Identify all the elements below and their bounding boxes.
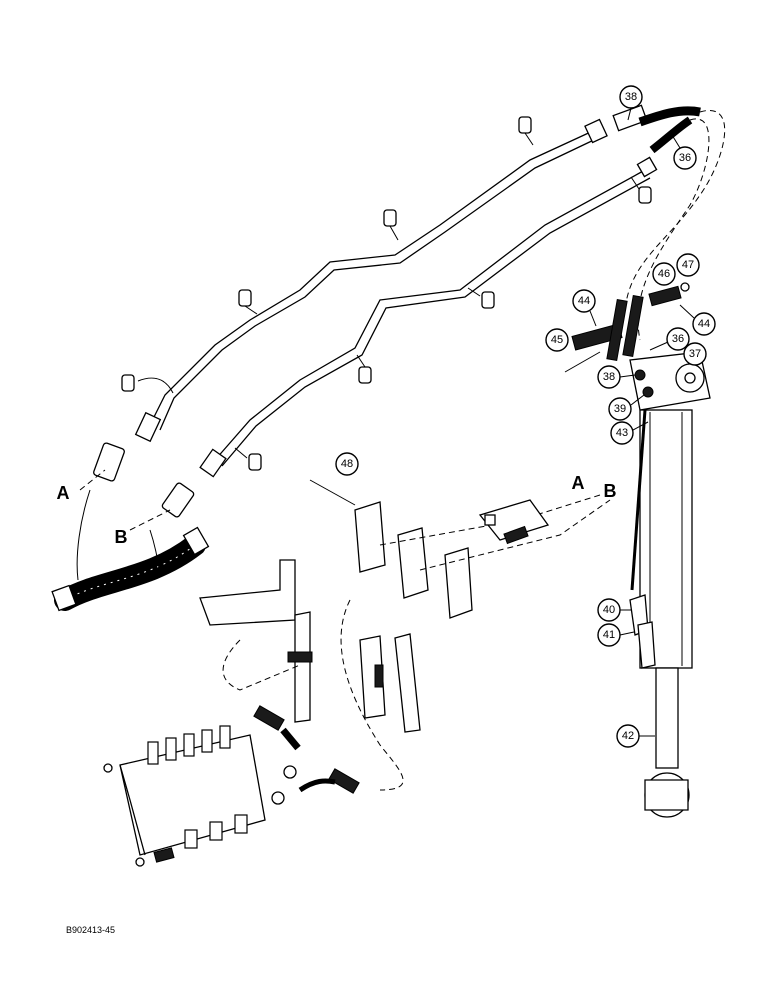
callout-label: 39 (614, 403, 626, 415)
hose-upper-36 (649, 116, 693, 154)
callout-39: 39 (608, 394, 645, 421)
dash-center (340, 599, 404, 791)
reference-code: B902413-45 (66, 925, 115, 935)
callout-label: 48 (341, 458, 353, 470)
callout-36-lower: 36 (649, 327, 690, 351)
mounting-bracket (199, 559, 313, 723)
letter-a-right: A (572, 473, 585, 493)
callout-label: 42 (622, 730, 634, 742)
hose-leader-b (149, 529, 161, 576)
tube-fitting-lower-left (161, 448, 227, 518)
callout-label: 44 (578, 295, 590, 307)
hose-leader-a (76, 489, 91, 581)
callout-45: 45 (545, 328, 569, 352)
callout-label: 40 (603, 604, 615, 616)
dash-a-left (79, 469, 106, 491)
callout-44-right: 44 (679, 304, 716, 336)
callout-38-lower: 38 (597, 365, 636, 389)
callout-label: 43 (616, 427, 628, 439)
tube-fitting-lower-right (636, 156, 658, 178)
letter-b-left: B (115, 527, 128, 547)
tube-clamps (121, 116, 652, 471)
callout-46: 46 (652, 262, 676, 286)
hose-route-dash-upper (624, 109, 726, 311)
callout-label: 44 (698, 318, 710, 330)
dash-b-right (419, 499, 611, 571)
callout-label: 46 (658, 268, 670, 280)
callout-43: 43 (610, 421, 649, 445)
lower-steel-tube (214, 169, 651, 467)
callout-label: 45 (551, 334, 563, 346)
letter-a-left: A (57, 483, 70, 503)
dash-bracket (222, 639, 301, 691)
hydraulic-cylinder (629, 351, 711, 818)
tube-fitting-upper-right (584, 104, 648, 144)
callout-36-upper: 36 (671, 134, 697, 170)
callout-44-left: 44 (572, 289, 597, 327)
hose-route-dash-lower (637, 118, 710, 341)
callout-label: 38 (625, 91, 637, 103)
manifold-block (478, 499, 550, 545)
bolt-48 (309, 479, 356, 506)
upper-steel-tube (149, 129, 599, 431)
callout-47: 47 (676, 253, 700, 277)
control-valve (103, 725, 266, 867)
valve-elbow-fittings (253, 705, 360, 805)
callout-label: 38 (603, 371, 615, 383)
hose-upper-38 (638, 106, 701, 127)
callout-label: 36 (672, 333, 684, 345)
tube-fitting-upper-left (93, 411, 162, 482)
callout-40: 40 (597, 598, 632, 622)
callout-41: 41 (597, 623, 635, 647)
callout-label: 41 (603, 629, 615, 641)
hose-lower-left (51, 526, 210, 612)
clamp-blocks (354, 501, 473, 733)
callout-48: 48 (335, 452, 359, 476)
callout-label: 37 (689, 348, 701, 360)
callout-38-upper: 38 (619, 85, 643, 121)
dash-b-left (129, 509, 171, 531)
callout-42: 42 (616, 724, 655, 748)
cylinder-fittings (564, 282, 690, 398)
callout-label: 36 (679, 152, 691, 164)
letter-b-right: B (604, 481, 617, 501)
callout-37: 37 (683, 342, 707, 366)
callout-label: 47 (682, 259, 694, 271)
